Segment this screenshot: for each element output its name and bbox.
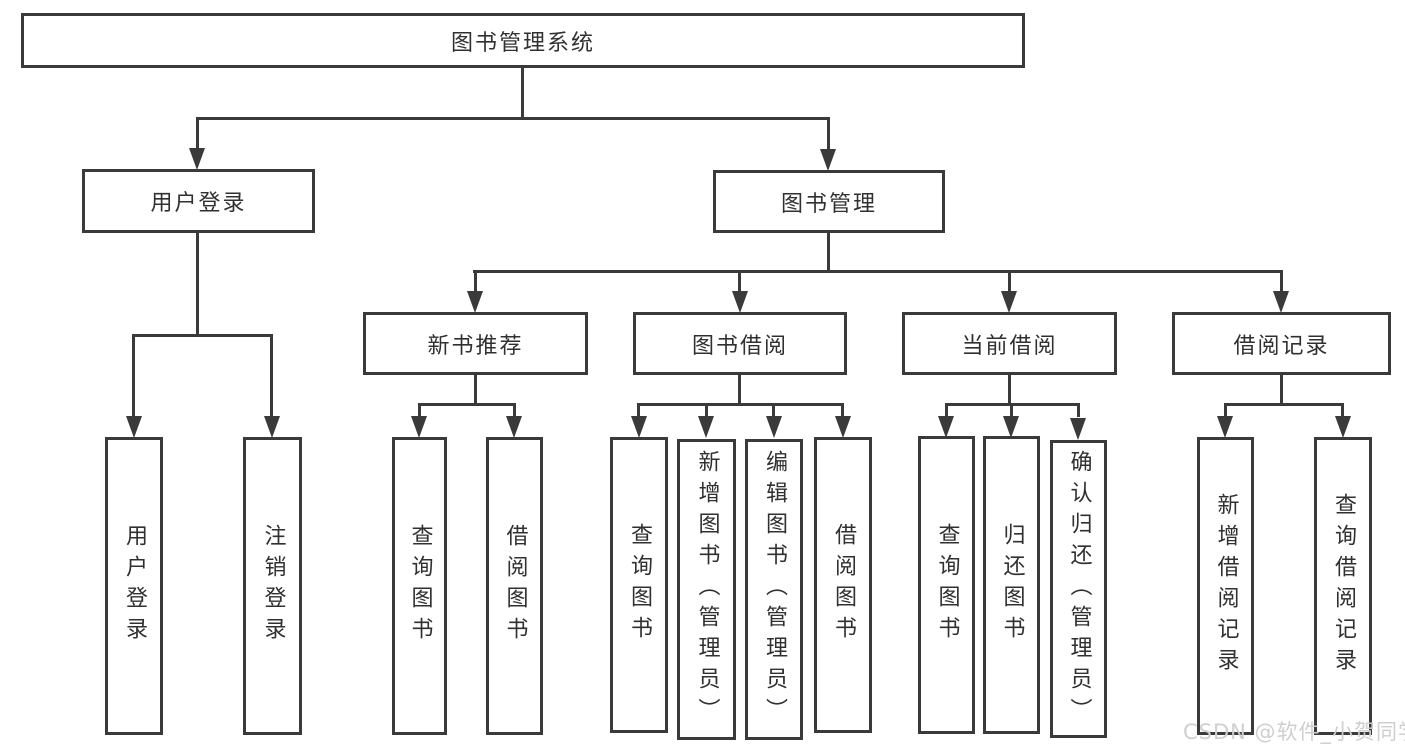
- arrow-down-icon: [732, 291, 748, 313]
- connector-line: [1224, 403, 1344, 406]
- node-current-borrow-label: 当前借阅: [961, 333, 1058, 359]
- node-book-management: 图书管理: [713, 170, 945, 233]
- leaf-borrow-book: 借阅图书: [814, 437, 872, 733]
- leaf-confirm-return-admin-label: 确认归还（管理员）: [1066, 449, 1092, 729]
- connector-line: [637, 403, 844, 406]
- node-user-login: 用户登录: [82, 169, 315, 233]
- node-user-login-label: 用户登录: [150, 191, 247, 216]
- node-borrow-records-label: 借阅记录: [1233, 333, 1330, 359]
- connector-line: [132, 334, 273, 337]
- leaf-return-book: 归还图书: [983, 436, 1040, 734]
- node-new-book-recommend-label: 新书推荐: [427, 333, 524, 359]
- arrow-down-icon: [1001, 291, 1017, 313]
- leaf-logout: 注销登录: [243, 437, 302, 735]
- leaf-return-book-label: 归还图书: [999, 523, 1025, 647]
- leaf-query-book-current-label: 查询图书: [934, 523, 960, 647]
- leaf-add-book-admin: 新增图书（管理员）: [677, 439, 736, 740]
- connector-line: [474, 270, 477, 292]
- arrow-down-icon: [631, 416, 647, 438]
- connector-line: [418, 403, 516, 406]
- leaf-add-book-admin-label: 新增图书（管理员）: [694, 450, 720, 729]
- connector-line: [521, 68, 524, 117]
- leaf-user-login-label: 用户登录: [122, 524, 147, 648]
- node-current-borrow: 当前借阅: [902, 312, 1117, 375]
- arrow-down-icon: [1070, 418, 1086, 440]
- leaf-confirm-return-admin: 确认归还（管理员）: [1050, 440, 1107, 738]
- leaf-query-book-borrow: 查询图书: [610, 437, 668, 733]
- node-root: 图书管理系统: [21, 13, 1025, 68]
- node-new-book-recommend: 新书推荐: [363, 312, 588, 375]
- connector-line: [1224, 403, 1227, 417]
- arrow-down-icon: [189, 148, 205, 170]
- connector-line: [738, 375, 741, 406]
- arrow-down-icon: [938, 416, 954, 438]
- connector-line: [841, 403, 844, 417]
- leaf-user-login: 用户登录: [105, 437, 163, 735]
- node-root-label: 图书管理系统: [450, 30, 595, 56]
- leaf-query-book-recommend: 查询图书: [392, 437, 447, 735]
- arrow-down-icon: [820, 149, 836, 171]
- connector-line: [637, 403, 640, 417]
- connector-line: [1008, 375, 1011, 406]
- connector-line: [1077, 403, 1080, 417]
- connector-line: [473, 270, 1281, 273]
- arrow-down-icon: [506, 416, 522, 438]
- arrow-down-icon: [264, 416, 280, 438]
- connector-line: [738, 270, 741, 292]
- node-borrow-records: 借阅记录: [1172, 312, 1391, 375]
- arrow-down-icon: [835, 416, 851, 438]
- arrow-down-icon: [467, 291, 483, 313]
- connector-line: [1341, 403, 1344, 417]
- arrow-down-icon: [411, 416, 427, 438]
- csdn-watermark: CSDN @软件_小贺同学: [1183, 720, 1405, 744]
- connector-line: [1280, 270, 1283, 292]
- leaf-add-borrow-record: 新增借阅记录: [1197, 437, 1254, 735]
- connector-line: [827, 117, 830, 150]
- connector-line: [196, 233, 199, 336]
- leaf-add-borrow-record-label: 新增借阅记录: [1213, 493, 1239, 679]
- leaf-borrow-book-label: 借阅图书: [831, 523, 856, 647]
- arrow-down-icon: [1273, 291, 1289, 313]
- connector-line: [1280, 375, 1283, 406]
- leaf-query-borrow-record: 查询借阅记录: [1314, 437, 1372, 735]
- connector-line: [418, 403, 421, 417]
- connector-line: [474, 375, 477, 406]
- connector-line: [945, 403, 948, 417]
- connector-line: [513, 403, 516, 417]
- connector-line: [705, 403, 708, 417]
- arrow-down-icon: [1003, 416, 1019, 438]
- node-book-borrow: 图书借阅: [633, 312, 847, 375]
- leaf-query-book-current: 查询图书: [918, 436, 975, 734]
- arrow-down-icon: [1217, 416, 1233, 438]
- connector-line: [270, 334, 273, 417]
- leaf-edit-book-admin: 编辑图书（管理员）: [745, 439, 803, 740]
- node-book-borrow-label: 图书借阅: [691, 333, 788, 359]
- leaf-query-book-recommend-label: 查询图书: [407, 524, 433, 648]
- connector-line: [1008, 270, 1011, 292]
- connector-line: [196, 117, 830, 120]
- leaf-borrow-book-recommend-label: 借阅图书: [502, 524, 528, 648]
- arrow-down-icon: [766, 416, 782, 438]
- node-book-management-label: 图书管理: [780, 191, 877, 217]
- leaf-query-book-borrow-label: 查询图书: [627, 523, 652, 647]
- leaf-borrow-book-recommend: 借阅图书: [486, 437, 543, 735]
- connector-line: [827, 233, 830, 273]
- connector-line: [196, 117, 199, 150]
- connector-line: [1010, 403, 1013, 417]
- leaf-edit-book-admin-label: 编辑图书（管理员）: [762, 450, 787, 729]
- leaf-query-borrow-record-label: 查询借阅记录: [1331, 493, 1356, 679]
- connector-line: [132, 334, 135, 417]
- leaf-logout-label: 注销登录: [260, 524, 286, 648]
- arrow-down-icon: [698, 416, 714, 438]
- arrow-down-icon: [126, 416, 142, 438]
- arrow-down-icon: [1335, 416, 1351, 438]
- connector-line: [772, 403, 775, 417]
